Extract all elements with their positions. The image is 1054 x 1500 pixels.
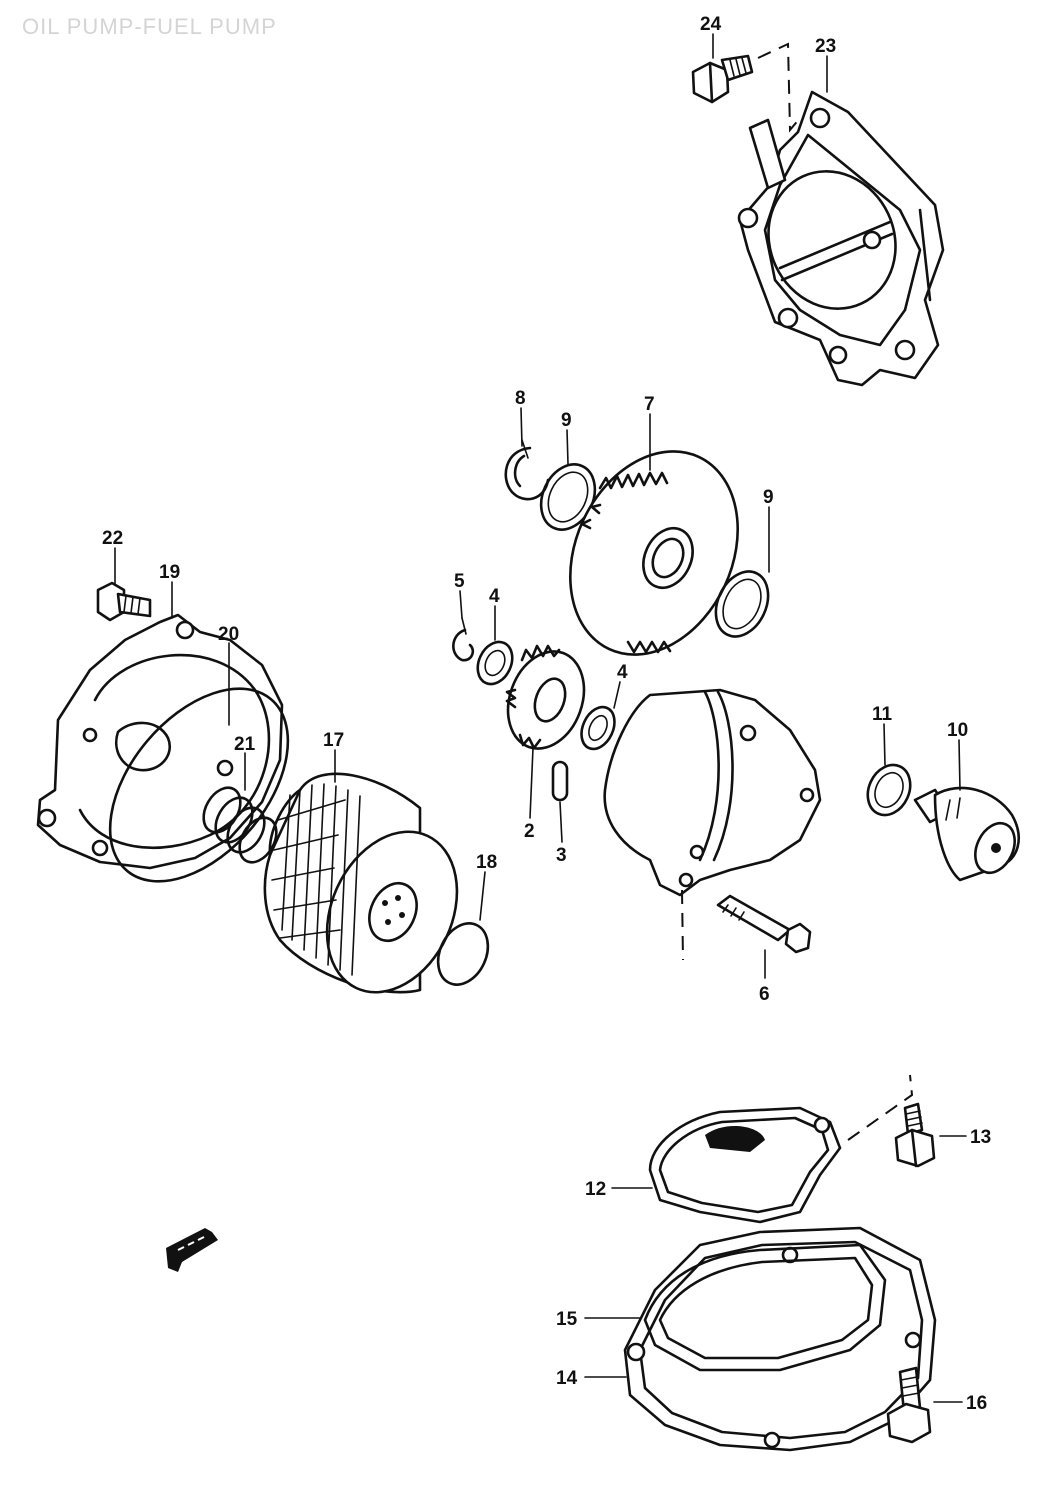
callout-8: 8	[515, 388, 526, 409]
part-10-pressure-switch	[913, 786, 1020, 882]
callout-15: 15	[556, 1309, 578, 1330]
part-6-bolt	[716, 894, 812, 954]
callout-14: 14	[556, 1368, 578, 1389]
callout-19: 19	[159, 562, 180, 583]
part-21-spring	[202, 786, 278, 864]
part-4-washer-upper	[476, 640, 514, 686]
callout-24: 24	[700, 14, 722, 35]
part-15-gasket	[643, 1243, 887, 1372]
callout-22: 22	[102, 528, 123, 549]
callout-9-upper: 9	[561, 410, 572, 431]
part-17-oil-filter	[263, 772, 459, 994]
part-7-driven-gear	[569, 450, 739, 656]
part-20-o-ring	[108, 687, 290, 883]
callout-2: 2	[524, 821, 535, 842]
callout-11: 11	[872, 704, 893, 725]
leader-13-dashed	[847, 1074, 914, 1141]
callout-20: 20	[218, 624, 239, 645]
callout-labels: 24 23 8 9 7 9 22 19 20 21 17 5 4 4 2 3 1…	[102, 14, 991, 1414]
part-3-pin	[551, 760, 569, 802]
leader-24	[757, 42, 801, 133]
part-12-gasket	[648, 1106, 842, 1224]
callout-21: 21	[234, 734, 256, 755]
callout-9-right: 9	[763, 487, 774, 508]
callout-6: 6	[759, 984, 770, 1005]
callout-7: 7	[644, 394, 655, 415]
callout-4-upper: 4	[489, 586, 500, 607]
part-11-o-ring	[866, 763, 912, 817]
callout-23: 23	[815, 36, 836, 57]
part-18-o-ring	[436, 922, 490, 986]
pump-body	[603, 688, 822, 961]
part-13-bolt	[894, 1102, 936, 1168]
leader-lines	[114, 33, 961, 979]
callout-4-lower: 4	[617, 662, 628, 683]
callout-17: 17	[323, 730, 344, 751]
part-2-drive-gear	[505, 644, 586, 750]
part-24-bolt	[691, 54, 754, 104]
part-14-cover	[623, 1226, 937, 1452]
callout-18: 18	[476, 852, 497, 873]
callout-13: 13	[970, 1127, 991, 1148]
part-9-washer-right	[714, 570, 770, 638]
part-19-oil-filter-cover	[36, 613, 284, 870]
part-22-bolt	[96, 581, 152, 622]
part-5-circlip	[452, 617, 475, 662]
diagram-title: OIL PUMP-FUEL PUMP	[22, 14, 277, 39]
part-23-fuel-pump	[737, 90, 945, 387]
part-4-washer-lower	[580, 705, 616, 751]
callout-5: 5	[454, 571, 465, 592]
callout-3: 3	[556, 845, 567, 866]
callout-10: 10	[947, 720, 968, 741]
part-8-circlip	[504, 439, 550, 501]
callout-12: 12	[585, 1179, 606, 1200]
front-arrow-icon	[166, 1228, 218, 1272]
callout-16: 16	[966, 1393, 987, 1414]
part-16-bolt	[886, 1366, 932, 1444]
